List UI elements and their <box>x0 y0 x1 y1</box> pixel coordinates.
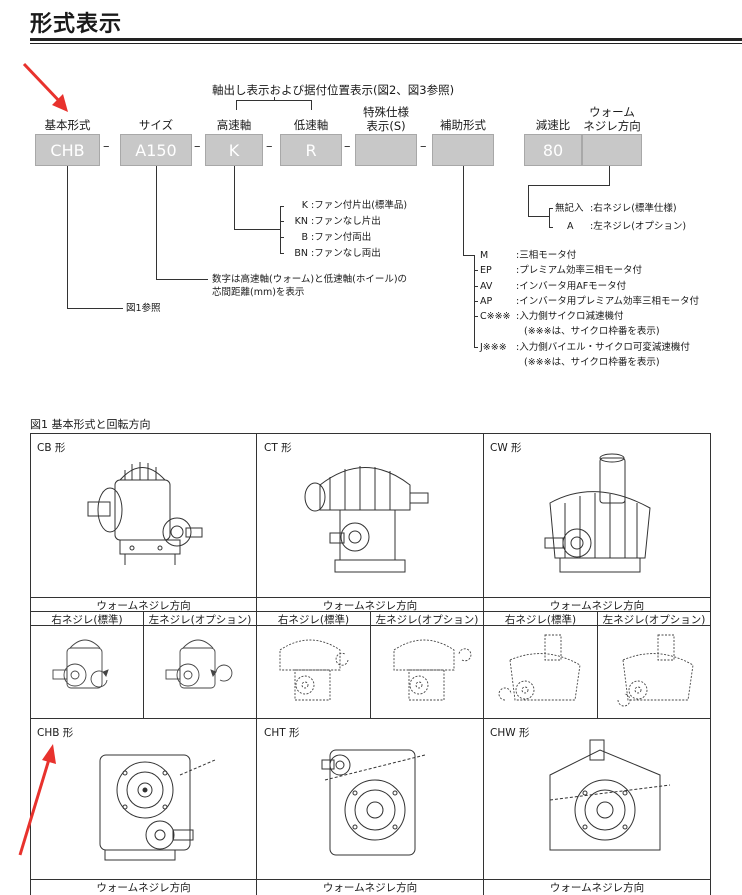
ct-right-label: 右ネジレ(標準) <box>277 614 350 626</box>
cw-left-label: 左ネジレ(オプション) <box>602 614 706 626</box>
title-rule <box>30 38 742 41</box>
cw-right-label: 右ネジレ(標準) <box>504 614 577 626</box>
cell-title-cht: CHT 形 <box>264 727 300 739</box>
aux-note-c: (※※※は、サイクロ枠番を表示) <box>524 326 660 337</box>
ct-right-illustration <box>279 639 349 701</box>
field-label-twist: ウォーム ネジレ方向 <box>583 105 641 133</box>
aux-desc-j: :入力側バイエル・サイクロ可変減速機付 <box>516 342 690 353</box>
cell-title-chw: CHW 形 <box>490 727 530 739</box>
shaft-desc-k: :ファン付片出(標準品) <box>311 200 408 211</box>
chb-direction-label: ウォームネジレ方向 <box>96 882 191 894</box>
shaft-desc-b: :ファン付両出 <box>311 232 372 243</box>
code-box-twist <box>582 134 642 166</box>
field-label-ratio: 減速比 <box>535 118 571 132</box>
cb-right-illustration <box>52 639 109 689</box>
chw-direction-label: ウォームネジレ方向 <box>549 882 645 894</box>
cb-left-label: 左ネジレ(オプション) <box>148 614 252 626</box>
shaft-code-kn: KN <box>294 216 308 227</box>
aux-desc-ap: :インバータ用プレミアム効率三相モータ付 <box>516 296 700 307</box>
cw-reducer-illustration <box>544 453 651 573</box>
twist-desc-a: :左ネジレ(オプション) <box>590 221 687 232</box>
field-label-type: 基本形式 <box>44 118 91 132</box>
twist-desc-none: :右ネジレ(標準仕様) <box>590 203 677 214</box>
aux-code-j: J※※※ <box>480 342 507 353</box>
aux-desc-m: :三相モータ付 <box>516 250 577 261</box>
aux-desc-av: :インバータ用AFモータ付 <box>516 281 627 292</box>
field-label-highspeed: 高速軸 <box>216 118 252 132</box>
code-box-highspeed: K <box>205 134 263 166</box>
aux-note-j: (※※※は、サイクロ枠番を表示) <box>524 357 660 368</box>
shaft-code-b: B <box>301 232 308 243</box>
cell-title-cw: CW 形 <box>490 442 522 454</box>
size-note-2: 芯間距離(mm)を表示 <box>212 287 305 298</box>
aux-desc-c: :入力側サイクロ減速機付 <box>516 311 624 322</box>
ct-reducer-illustration <box>304 466 429 573</box>
title-rule-thin <box>30 43 742 44</box>
shaft-desc-bn: :ファンなし両出 <box>311 248 381 259</box>
size-note-1: 数字は高速軸(ウォーム)と低速軸(ホイール)の <box>212 274 408 285</box>
code-box-ratio: 80 <box>524 134 582 166</box>
aux-code-ap: AP <box>480 296 493 307</box>
cw-direction-label: ウォームネジレ方向 <box>549 600 645 612</box>
field-label-lowspeed: 低速軸 <box>293 118 329 132</box>
cb-left-illustration <box>165 639 233 689</box>
red-arrow-icon-2 <box>18 744 56 856</box>
ct-left-illustration <box>393 639 472 701</box>
axis-position-label: 軸出し表示および据付位置表示(図2、図3参照) <box>212 83 455 97</box>
red-arrow-icon <box>22 62 68 112</box>
code-box-size: A150 <box>120 134 192 166</box>
figure-title: 図1 基本形式と回転方向 <box>30 418 151 431</box>
twist-code-a: A <box>567 221 574 232</box>
type-note: 図1参照 <box>126 303 161 314</box>
cw-right-illustration <box>498 634 581 701</box>
cell-title-cb: CB 形 <box>37 442 66 454</box>
shaft-code-bn: BN <box>294 248 308 259</box>
cw-left-illustration <box>617 634 694 707</box>
ct-left-label: 左ネジレ(オプション) <box>375 614 479 626</box>
code-box-special <box>355 134 417 166</box>
cb-right-label: 右ネジレ(標準) <box>51 614 123 626</box>
page-title: 形式表示 <box>30 12 123 37</box>
shaft-desc-kn: :ファンなし片出 <box>311 216 381 227</box>
aux-desc-ep: :プレミアム効率三相モータ付 <box>516 265 643 276</box>
code-box-type: CHB <box>35 134 100 166</box>
code-box-lowspeed: R <box>280 134 342 166</box>
cell-title-chb: CHB 形 <box>37 727 74 739</box>
shaft-code-k: K <box>301 200 308 211</box>
cht-reducer-illustration <box>321 749 426 856</box>
cb-reducer-illustration <box>87 462 203 565</box>
cht-direction-label: ウォームネジレ方向 <box>322 882 418 894</box>
field-label-size: サイズ <box>138 118 174 132</box>
aux-code-av: AV <box>480 281 493 292</box>
cb-direction-label: ウォームネジレ方向 <box>96 600 191 612</box>
aux-code-c: C※※※ <box>480 311 511 322</box>
chw-reducer-illustration <box>549 739 671 851</box>
aux-code-ep: EP <box>480 265 492 276</box>
ct-direction-label: ウォームネジレ方向 <box>322 600 418 612</box>
field-label-special: 特殊仕様 表示(S) <box>363 105 409 133</box>
code-box-aux <box>432 134 494 166</box>
cell-title-ct: CT 形 <box>264 442 292 454</box>
aux-code-m: M <box>480 250 489 261</box>
chb-reducer-illustration <box>99 754 216 861</box>
field-label-aux: 補助形式 <box>440 118 486 132</box>
twist-code-none: 無記入 <box>555 203 584 214</box>
